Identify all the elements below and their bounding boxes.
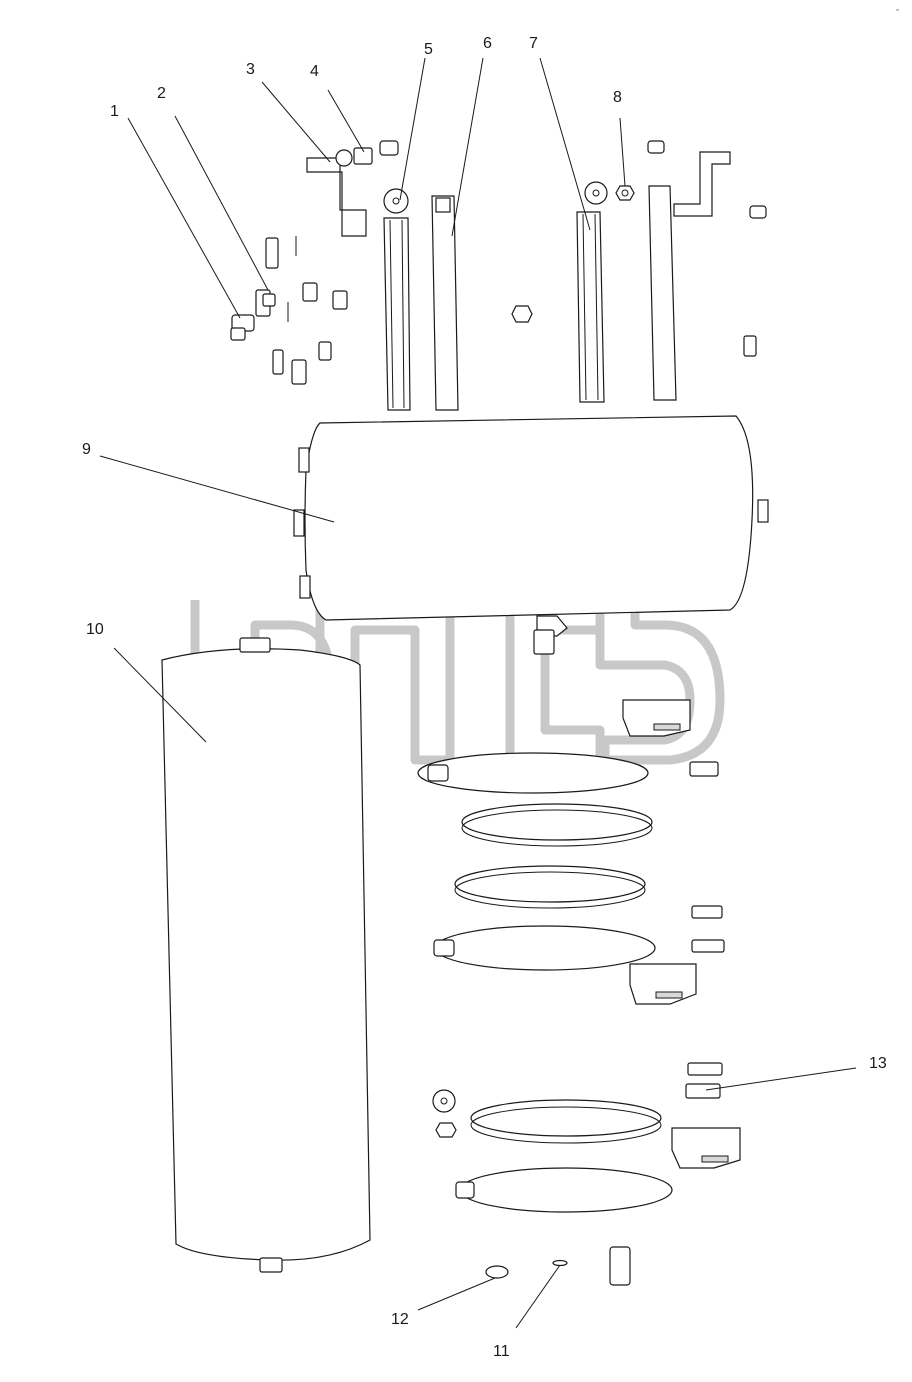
tank-10 bbox=[161, 637, 371, 1273]
nut-8 bbox=[615, 185, 635, 201]
callout-3: 3 bbox=[246, 61, 255, 78]
callout-5: 5 bbox=[424, 41, 433, 58]
callout-2: 2 bbox=[157, 85, 166, 102]
clamp-group-upper bbox=[417, 699, 725, 1005]
callout-9: 9 bbox=[82, 441, 91, 458]
washer-7 bbox=[584, 181, 608, 205]
callout-10: 10 bbox=[86, 621, 104, 638]
strap-group bbox=[383, 151, 731, 411]
plug-12 bbox=[485, 1265, 509, 1279]
callout-4: 4 bbox=[310, 63, 319, 80]
corner-mark: ≈ bbox=[896, 8, 900, 14]
callout-11: 11 bbox=[493, 1343, 510, 1360]
callout-12: 12 bbox=[391, 1311, 409, 1328]
nut-center bbox=[511, 305, 533, 323]
clamp-group-lower bbox=[432, 1062, 741, 1286]
seal-11 bbox=[552, 1259, 568, 1267]
callout-6: 6 bbox=[483, 35, 492, 52]
callout-1: 1 bbox=[110, 103, 119, 120]
drain-valve bbox=[609, 1246, 631, 1286]
callout-8: 8 bbox=[613, 89, 622, 106]
tank-9 bbox=[293, 415, 769, 655]
leader-lines bbox=[99, 57, 857, 1329]
callout-labels: 1 2 3 4 5 6 7 8 9 10 11 12 13 bbox=[82, 35, 887, 1360]
fitting-group-left bbox=[230, 140, 399, 385]
washer-5 bbox=[383, 188, 409, 214]
callout-13: 13 bbox=[869, 1055, 887, 1072]
callout-7: 7 bbox=[529, 35, 538, 52]
